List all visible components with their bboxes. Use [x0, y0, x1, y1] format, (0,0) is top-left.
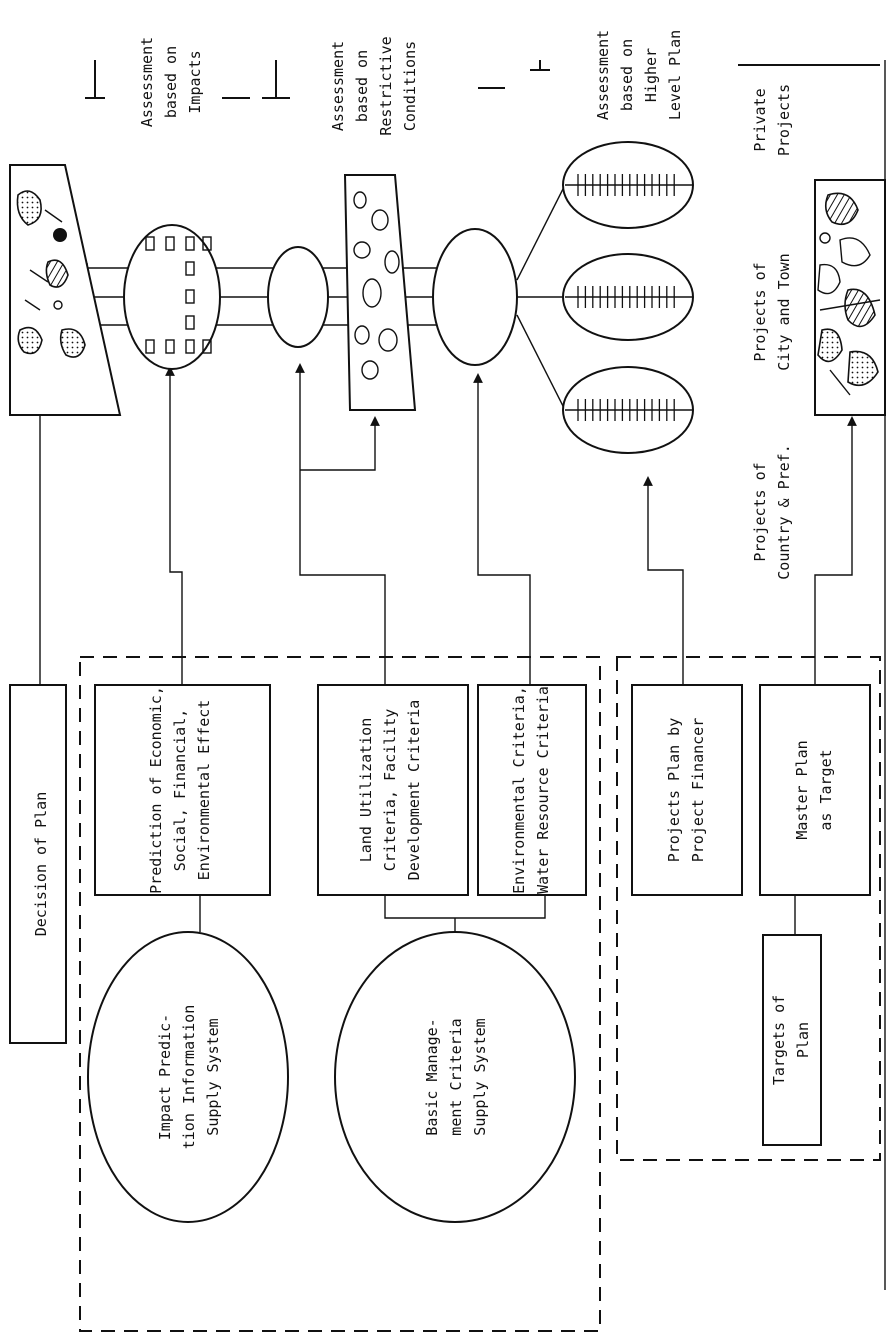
svg-text:Land Utilization: Land Utilization — [357, 718, 375, 863]
land-branch-line — [300, 416, 380, 471]
decision-map — [9, 164, 122, 416]
plan-group-outline — [616, 656, 881, 1161]
svg-text:Projects Plan by: Projects Plan by — [665, 718, 683, 863]
criteria-ellipse-left — [267, 246, 329, 348]
svg-text:Private: Private — [751, 88, 769, 151]
targets-of-plan-label: Targets of Plan — [770, 995, 812, 1085]
svg-text:Country & Pref.: Country & Pref. — [775, 444, 793, 579]
decision-of-plan-label: Decision of Plan — [32, 792, 50, 937]
svg-text:Prediction of Economic,: Prediction of Economic, — [147, 686, 165, 894]
svg-text:Water Resource Criteria: Water Resource Criteria — [534, 686, 552, 894]
svg-text:Project Financer: Project Financer — [689, 718, 707, 863]
svg-text:Impact Predic-: Impact Predic- — [156, 1014, 174, 1140]
svg-text:Master Plan: Master Plan — [793, 740, 811, 839]
ellipse-tick-marks — [577, 174, 675, 421]
svg-text:Assessment: Assessment — [138, 37, 156, 127]
higher-level-ellipse-country — [562, 366, 694, 454]
svg-text:Criteria, Facility: Criteria, Facility — [381, 709, 399, 872]
svg-text:Assessment: Assessment — [594, 30, 612, 120]
prediction-feed-line — [165, 366, 183, 685]
svg-text:Environmental Criteria,: Environmental Criteria, — [510, 686, 528, 894]
targets-of-plan-box — [762, 934, 822, 1146]
svg-text:Environmental Effect: Environmental Effect — [195, 700, 213, 881]
impact-prediction-system-circle — [87, 931, 289, 1223]
projects-plan-feed-line — [643, 476, 684, 685]
projects-private-label: Private Projects — [751, 84, 793, 156]
svg-text:based on: based on — [618, 39, 636, 111]
svg-text:Conditions: Conditions — [401, 41, 419, 131]
master-plan-feed-line — [814, 416, 857, 685]
assessment-separators — [85, 60, 880, 99]
assessment-restrictive-label: Assessment based on Restrictive Conditio… — [329, 36, 419, 135]
svg-text:Supply System: Supply System — [204, 1018, 222, 1135]
criteria-to-basic-connector — [384, 895, 546, 919]
svg-text:City and Town: City and Town — [775, 253, 793, 370]
projects-plan-label: Projects Plan by Project Financer — [665, 718, 707, 863]
environmental-criteria-label: Environmental Criteria, Water Resource C… — [510, 686, 552, 894]
impact-system-label: Impact Predic- tion Information Supply S… — [156, 1005, 222, 1150]
svg-text:Supply System: Supply System — [471, 1018, 489, 1135]
connector-to-higher-3 — [516, 314, 566, 411]
svg-text:Assessment: Assessment — [329, 41, 347, 131]
assessment-impacts-label: Assessment based on Impacts — [138, 37, 204, 127]
target-map — [814, 179, 886, 416]
assessment-higher-label: Assessment based on Higher Level Plan — [594, 30, 684, 120]
svg-text:Basic Manage-: Basic Manage- — [423, 1018, 441, 1135]
projects-plan-box — [631, 684, 743, 896]
restrictive-conditions-map — [343, 174, 417, 411]
environmental-feed-line — [473, 373, 531, 685]
svg-text:Projects: Projects — [775, 84, 793, 156]
projects-country-label: Projects of Country & Pref. — [751, 444, 793, 579]
projects-city-label: Projects of City and Town — [751, 253, 793, 370]
svg-text:Projects of: Projects of — [751, 462, 769, 561]
svg-text:Projects of: Projects of — [751, 262, 769, 361]
svg-text:Targets of: Targets of — [770, 995, 788, 1085]
svg-text:tion Information: tion Information — [180, 1005, 198, 1150]
decision-of-plan-box — [9, 684, 67, 1044]
svg-text:Level Plan: Level Plan — [666, 30, 684, 120]
higher-level-ellipse-city — [562, 253, 694, 341]
master-plan-label: Master Plan as Target — [793, 740, 835, 839]
land-utilization-label: Land Utilization Criteria, Facility Deve… — [357, 700, 423, 881]
svg-text:as Target: as Target — [817, 749, 835, 830]
svg-text:Development Criteria: Development Criteria — [405, 700, 423, 881]
svg-text:Plan: Plan — [794, 1022, 812, 1058]
land-utilization-box — [317, 684, 469, 896]
higher-level-ellipse-private — [562, 141, 694, 229]
environmental-criteria-box — [477, 684, 587, 896]
svg-text:Higher: Higher — [642, 48, 660, 102]
svg-text:based on: based on — [162, 46, 180, 118]
prediction-label: Prediction of Economic, Social, Financia… — [147, 686, 213, 894]
impacts-assessment-ellipse — [123, 224, 221, 370]
svg-text:based on: based on — [353, 50, 371, 122]
svg-text:Restrictive: Restrictive — [377, 36, 395, 135]
connector-to-higher-1 — [516, 184, 566, 281]
criteria-group-outline — [79, 656, 601, 1332]
svg-text:Impacts: Impacts — [186, 50, 204, 113]
svg-text:ment Criteria: ment Criteria — [447, 1018, 465, 1135]
svg-text:Social, Financial,: Social, Financial, — [171, 709, 189, 872]
basic-system-label: Basic Manage- ment Criteria Supply Syste… — [423, 1018, 489, 1135]
